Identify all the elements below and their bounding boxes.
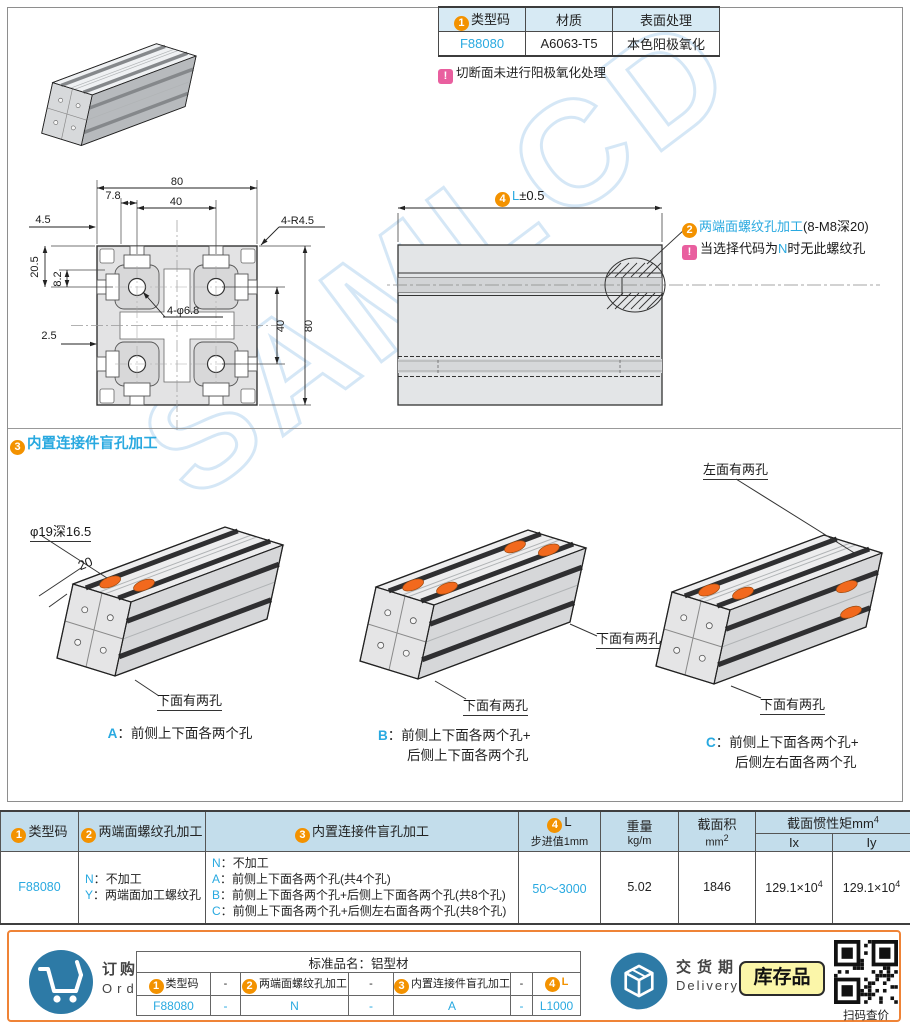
order-std-name: 标准品名：铝型材: [136, 951, 581, 973]
thread-note: !当选择代码为N时无此螺纹孔: [682, 238, 865, 260]
section-divider: [8, 428, 901, 429]
warning-icon: !: [438, 69, 453, 84]
dim-4-5: 4.5: [35, 214, 50, 226]
back-bottom-holes-label-b: 下面有两孔: [596, 628, 662, 649]
cross-section-drawing: 80 40 7.8 4.5 4-R4.5 20.5 8.2 2.5 4-φ6.8…: [29, 176, 325, 430]
dim-corner-radius: 4-R4.5: [281, 215, 314, 227]
dim-80-top: 80: [171, 176, 183, 188]
cell-iy: 129.1×104: [832, 851, 910, 924]
order-dash: -: [348, 995, 394, 1016]
cell-ix: 129.1×104: [755, 851, 833, 924]
option-b-illustration: [359, 529, 598, 700]
caption-c: C：前侧上下面各两个孔+ 后侧左右面各两个孔: [706, 735, 859, 770]
col-header-ix: Ix: [755, 833, 833, 852]
order-section: [7, 930, 901, 1022]
warning-icon: !: [682, 245, 697, 260]
dim-40-right: 40: [275, 320, 287, 332]
bottom-holes-label-c: 下面有两孔: [760, 694, 826, 715]
spec-header-material: 材质: [525, 6, 613, 32]
dim-20-5: 20.5: [29, 256, 41, 277]
order-dash: -: [348, 972, 394, 996]
bottom-holes-label-a: 下面有两孔: [157, 690, 223, 711]
order-dash: -: [210, 995, 241, 1016]
delivery-icon: [610, 952, 668, 1010]
caption-a: A：前侧上下面各两个孔: [107, 726, 253, 741]
bottom-holes-label-b: 下面有两孔: [463, 695, 529, 716]
left-holes-label-c: 左面有两孔: [703, 459, 769, 480]
qr-caption: 扫码查价: [843, 1010, 889, 1022]
order-dash: -: [510, 995, 533, 1016]
product-photo-3d: [41, 43, 198, 147]
order-v-thread: N: [240, 995, 349, 1016]
spec-material: A6063-T5: [525, 31, 613, 57]
cell-length-range: 50～3000: [518, 851, 601, 924]
order-v-code[interactable]: F88080: [136, 995, 211, 1016]
col-header-inertia: 截面惯性矩mm4: [755, 810, 910, 834]
dim-7-8: 7.8: [105, 190, 120, 202]
cell-weight: 5.02: [600, 851, 679, 924]
cell-area: 1846: [678, 851, 756, 924]
cell-blind-options: N：不加工 A：前侧上下面各两个孔(共4个孔) B：前侧上下面各两个孔+后侧上下…: [205, 851, 519, 924]
cell-thread-options: N：不加工 Y：两端面加工螺纹孔: [78, 851, 206, 924]
col-header-iy: Iy: [832, 833, 910, 852]
option-a-illustration: [38, 526, 285, 697]
qr-code: [834, 940, 898, 1004]
order-v-length: L1000: [532, 995, 581, 1016]
badge-2-icon: 2: [682, 223, 697, 238]
badge-4-icon: 4: [495, 192, 510, 207]
dim-8-2: 8.2: [52, 271, 64, 286]
hole-spec-label: φ19深16.5: [30, 521, 92, 542]
dim-80-right: 80: [303, 320, 315, 332]
dim-40-top: 40: [170, 196, 182, 208]
order-v-blind: A: [393, 995, 511, 1016]
badge-3-icon: 3: [10, 440, 25, 455]
order-dash: -: [510, 972, 533, 996]
side-view-drawing: [385, 205, 880, 406]
stock-badge: 库存品: [739, 961, 825, 996]
caption-b: B：前侧上下面各两个孔+ 后侧上下面各两个孔: [378, 728, 531, 763]
delivery-title-cn: 交货期: [676, 959, 740, 976]
spec-note: !切断面未进行阳极氧化处理: [438, 62, 606, 84]
option-c-illustration: [655, 478, 884, 699]
spec-surface: 本色阳极氧化: [612, 31, 720, 57]
dim-2-5: 2.5: [41, 330, 56, 342]
delivery-title-en: Delivery: [676, 978, 739, 993]
cart-icon: [29, 950, 93, 1014]
spec-header-surface: 表面处理: [612, 6, 720, 32]
badge-1-icon: 1: [453, 15, 469, 31]
spec-code[interactable]: F88080: [438, 31, 526, 57]
cell-code[interactable]: F88080: [0, 851, 79, 924]
table-row: F88080 N：不加工 Y：两端面加工螺纹孔 N：不加工 A：前侧上下面各两个…: [0, 851, 910, 924]
dim-holes: 4-φ6.8: [167, 305, 199, 317]
order-dash: -: [210, 972, 241, 996]
